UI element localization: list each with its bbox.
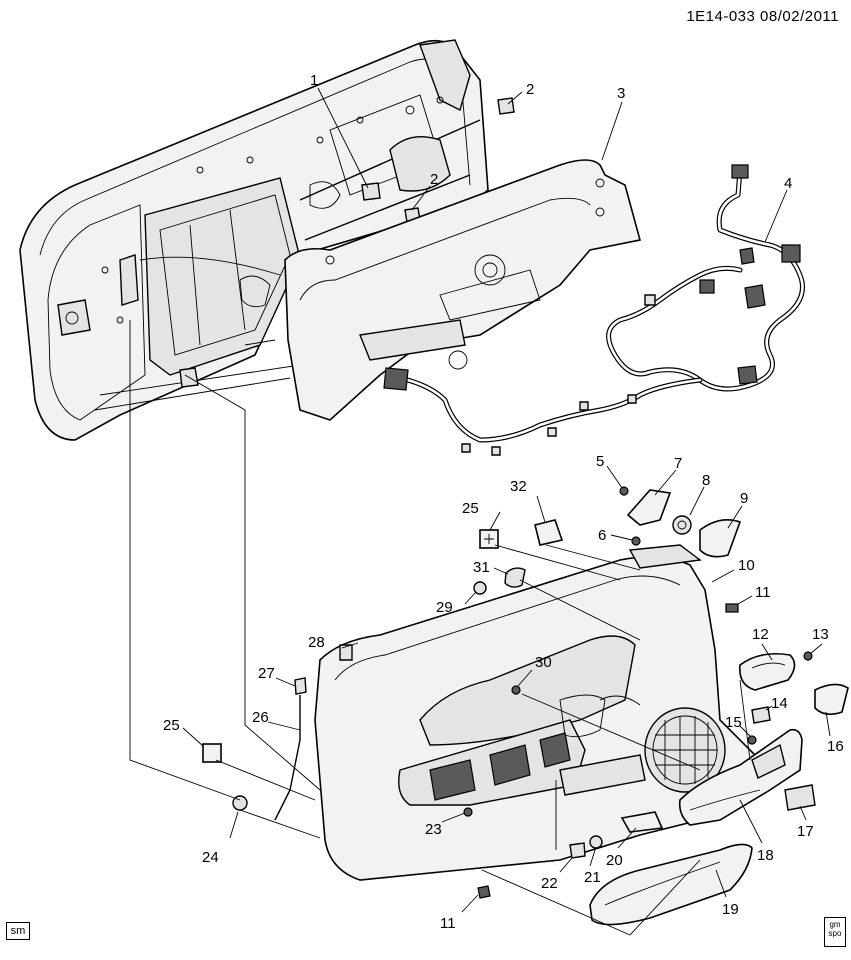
callout-10: 10	[738, 557, 755, 574]
callout-5: 5	[596, 453, 604, 470]
callout-2: 2	[526, 81, 534, 98]
callout-25: 25	[462, 500, 479, 517]
callout-30: 30	[535, 654, 552, 671]
callout-18: 18	[757, 847, 774, 864]
callout-2: 2	[430, 171, 438, 188]
callout-7: 7	[674, 455, 682, 472]
small-parts	[202, 486, 849, 899]
callout-12: 12	[752, 626, 769, 643]
callout-19: 19	[722, 901, 739, 918]
callout-21: 21	[584, 869, 601, 886]
callout-31: 31	[473, 559, 490, 576]
diagram-code-date: 1E14-033 08/02/2011	[686, 8, 839, 25]
water-deflector	[284, 159, 641, 421]
callout-4: 4	[784, 175, 792, 192]
callout-8: 8	[702, 472, 710, 489]
gm-logo-text: gm	[829, 920, 841, 929]
callout-numbers: 1 2 2 3 4 5 6 7 8 9 10 11 11 12 13 14 15…	[163, 72, 844, 932]
spo-logo-text: spo	[828, 929, 842, 938]
callout-15: 15	[725, 714, 742, 731]
callout-24: 24	[202, 849, 219, 866]
callout-14: 14	[771, 695, 788, 712]
callout-leaders	[182, 87, 831, 913]
reference-lines	[129, 320, 751, 936]
callout-11: 11	[755, 584, 771, 601]
callout-17: 17	[797, 823, 814, 840]
callout-22: 22	[541, 875, 558, 892]
callout-9: 9	[740, 490, 748, 507]
gm-spo-logo: gm spo	[824, 917, 846, 947]
callout-1: 1	[310, 72, 318, 89]
callout-26: 26	[252, 709, 269, 726]
armrest-pad	[589, 843, 753, 926]
door-trim-panel	[314, 544, 761, 881]
callout-13: 13	[812, 626, 829, 643]
callout-6: 6	[598, 527, 606, 544]
callout-32: 32	[510, 478, 527, 495]
callout-27: 27	[258, 665, 275, 682]
door-frame	[19, 39, 515, 441]
callout-3: 3	[617, 85, 625, 102]
callout-23: 23	[425, 821, 442, 838]
callout-16: 16	[827, 738, 844, 755]
callout-20: 20	[606, 852, 623, 869]
sm-badge: sm	[6, 922, 30, 940]
callout-28: 28	[308, 634, 325, 651]
callout-25: 25	[163, 717, 180, 734]
pull-cup-armrest	[678, 728, 803, 826]
callout-11: 11	[440, 915, 456, 932]
callout-29: 29	[436, 599, 453, 616]
wire-harness	[383, 164, 805, 456]
